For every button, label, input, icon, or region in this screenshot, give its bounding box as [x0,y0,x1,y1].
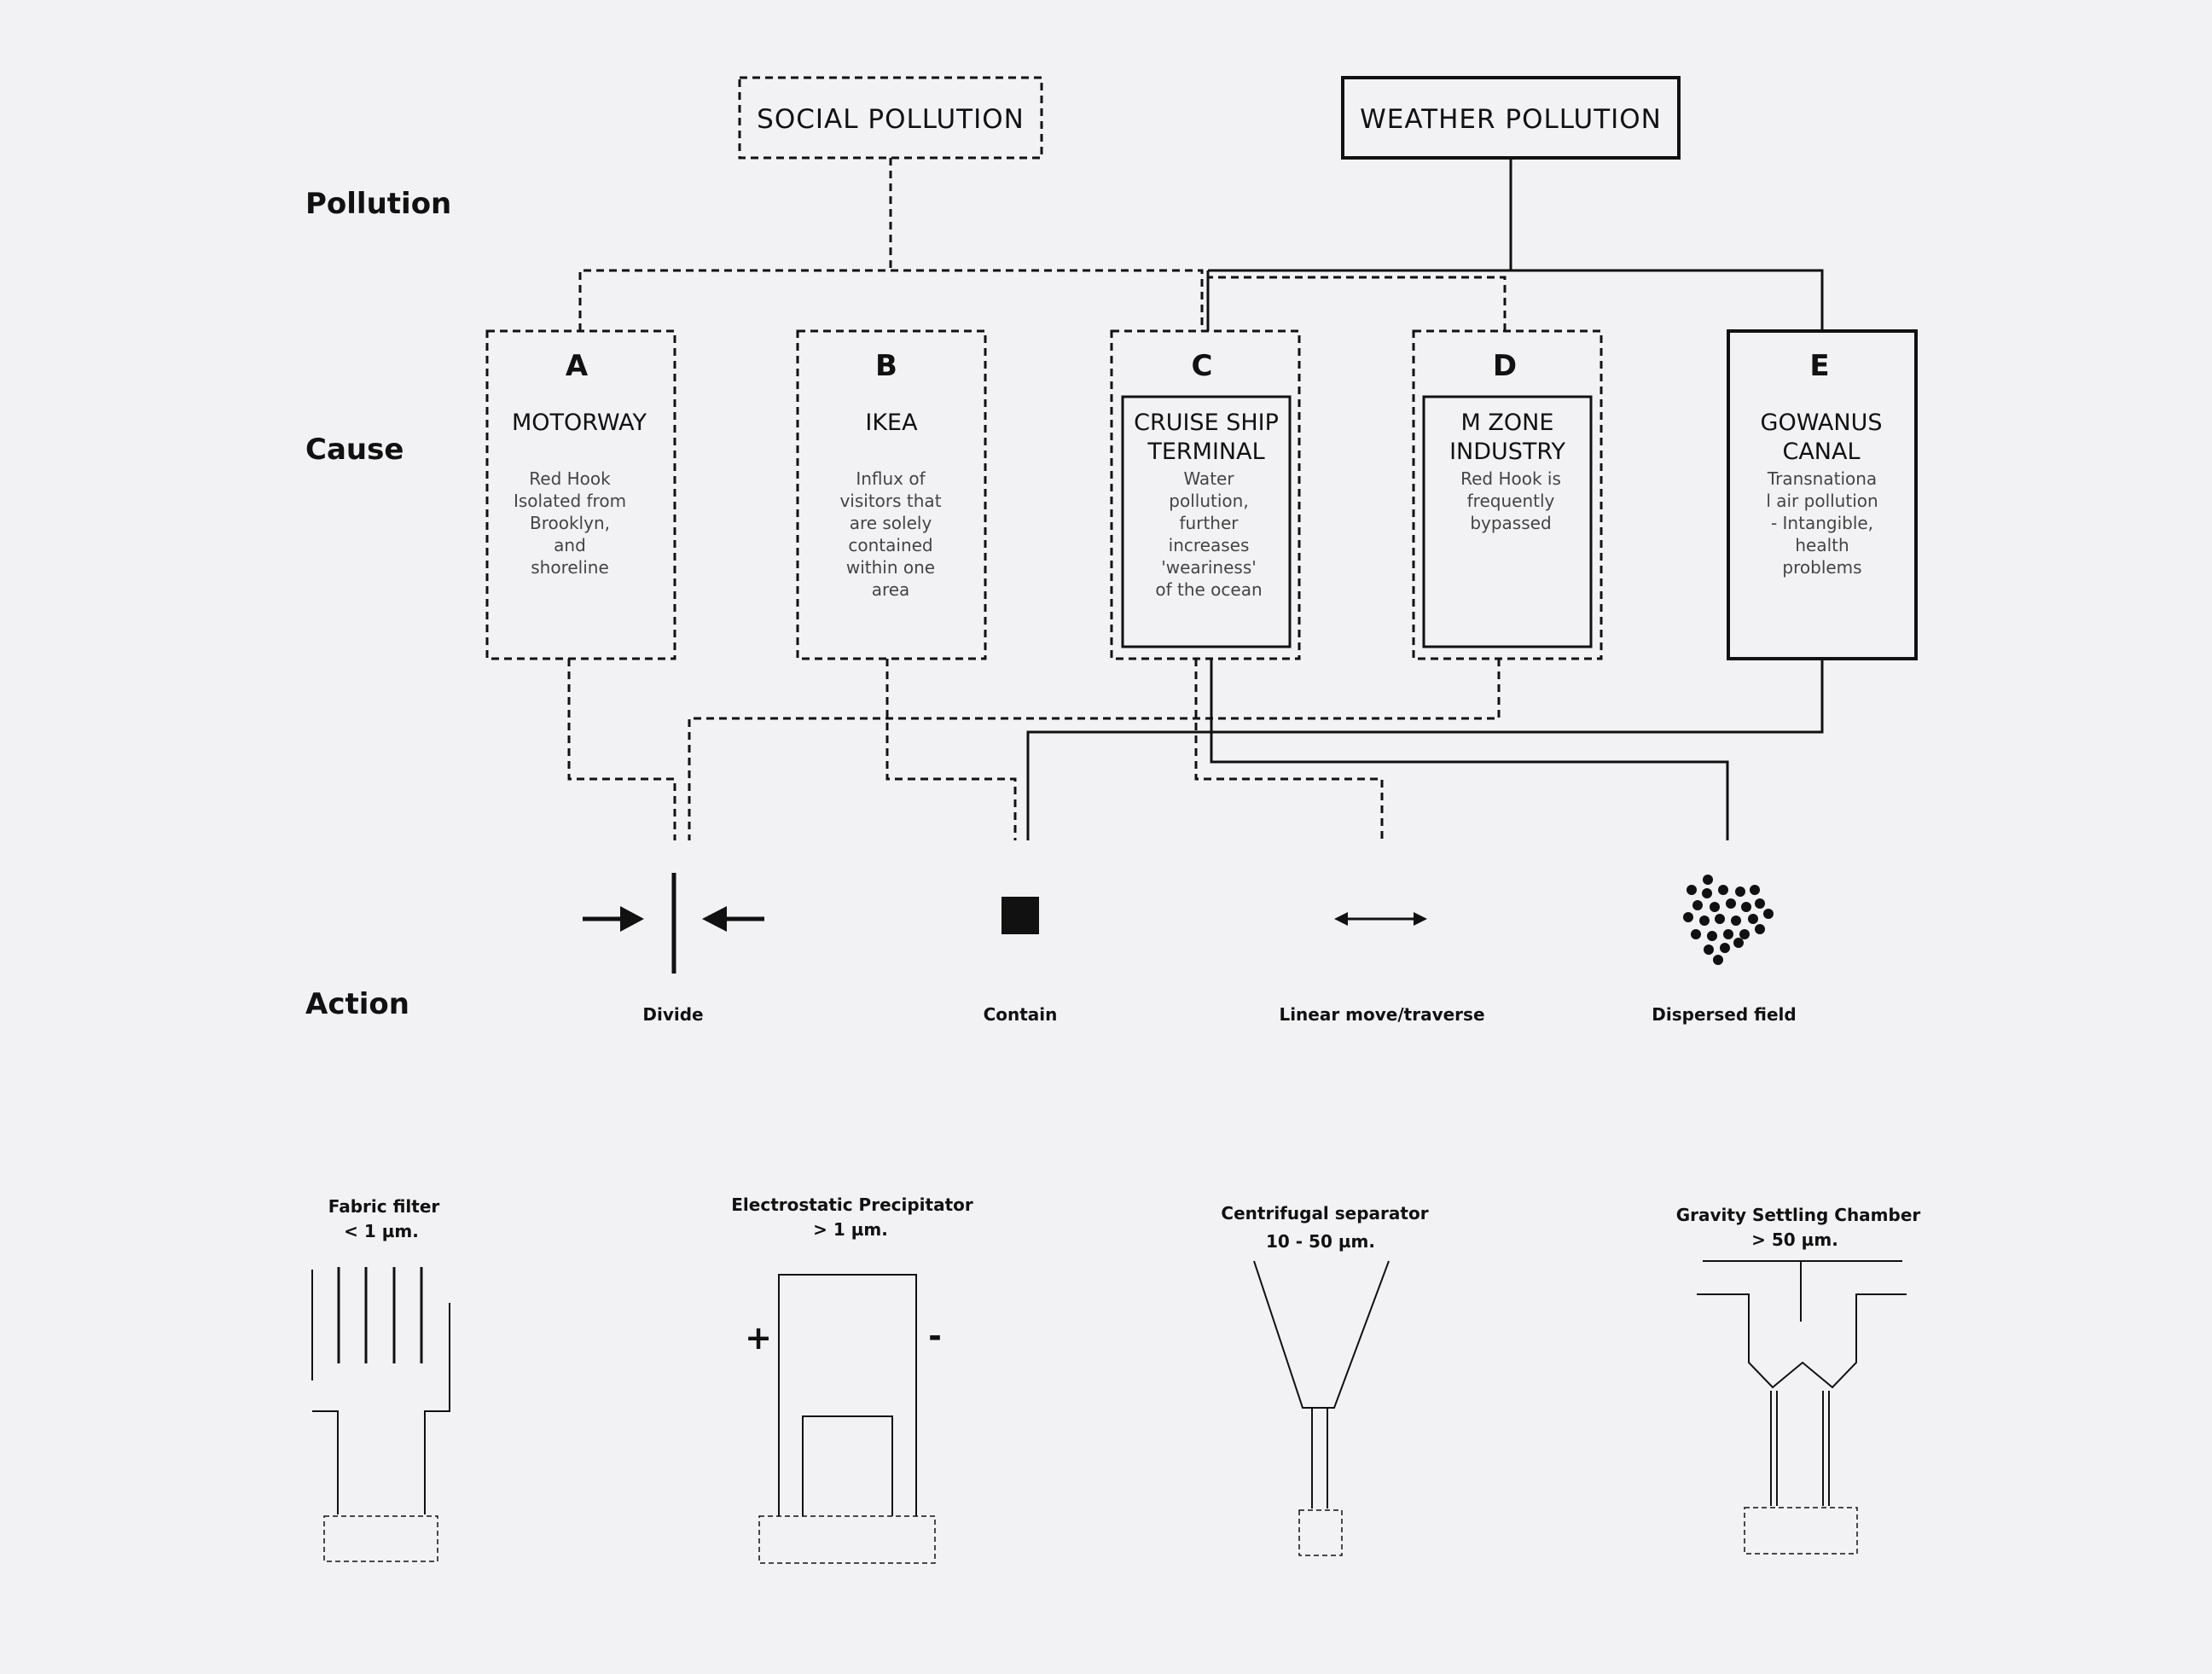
cause-title: M ZONE [1461,410,1554,436]
device-name-fabric-filter: Fabric filter [328,1196,440,1217]
dispersed-field-icon [1683,875,1774,965]
cause-desc-line: increases [1169,535,1250,555]
cause-title: TERMINAL [1147,439,1264,465]
divide-icon [583,873,764,974]
cause-title: INDUSTRY [1449,439,1565,465]
weather-pollution-label: WEATHER POLLUTION [1360,104,1662,135]
cause-letter: D [1493,349,1517,383]
action-label-linear-move: Linear move/traverse [1279,1004,1484,1025]
row-label-pollution: Pollution [305,187,451,221]
row-label-action: Action [305,987,409,1021]
cause-letter: B [875,349,897,383]
social-pollution-label: SOCIAL POLLUTION [757,104,1025,135]
cause-desc-line: Isolated from [514,491,626,511]
cause-desc-line: problems [1782,557,1861,578]
cause-desc-line: - Intangible, [1771,513,1873,533]
device-size-gravity-settling-chamber: > 50 µm. [1751,1229,1838,1250]
cause-desc-line: 'weariness' [1161,557,1257,578]
cause-desc-line: visitors that [839,491,941,511]
cause-desc-line: and [554,535,586,555]
cause-desc-line: shoreline [531,557,609,578]
device-name-centrifugal-separator: Centrifugal separator [1221,1203,1428,1224]
cause-title: IKEA [865,410,918,436]
cause-desc-line: pollution, [1169,491,1248,511]
cause-title: CANAL [1782,439,1860,465]
cause-action-solid-connectors [1026,659,1824,840]
gravity-settling-chamber-diagram [1697,1260,1907,1555]
centrifugal-separator-diagram [1253,1260,1390,1556]
cause-desc-line: Red Hook is [1460,468,1561,489]
contain-icon [1001,897,1039,934]
cause-letter: A [566,349,589,383]
cause-letter: E [1809,349,1829,383]
device-name-gravity-settling-chamber: Gravity Settling Chamber [1676,1205,1921,1225]
cause-desc-line: l air pollution [1766,491,1878,511]
cause-d: D M ZONE INDUSTRY Red Hook is frequently… [1412,329,1603,660]
cause-desc-line: health [1795,535,1849,555]
cause-desc-line: contained [848,535,932,555]
negative-electrode-sign: - [928,1317,942,1355]
cause-desc-line: are solely [850,513,932,533]
cause-desc-line: Brooklyn, [530,513,610,533]
social-pollution-box: SOCIAL POLLUTION [738,76,1043,160]
cause-c: C CRUISE SHIP TERMINAL Water pollution, … [1110,329,1301,660]
cause-letter: C [1192,349,1213,383]
cause-desc-line: further [1180,513,1240,533]
positive-electrode-sign: + [745,1319,772,1357]
cause-desc-line: Influx of [856,468,926,489]
action-label-dispersed-field: Dispersed field [1652,1004,1796,1025]
device-size-fabric-filter: < 1 µm. [344,1221,419,1241]
cause-e: E GOWANUS CANAL Transnationa l air pollu… [1727,329,1918,660]
cause-title: CRUISE SHIP [1134,410,1279,436]
action-label-divide: Divide [642,1004,703,1025]
electrostatic-precipitator-diagram [758,1274,936,1564]
weather-pollution-box: WEATHER POLLUTION [1341,76,1681,160]
device-size-electrostatic-precipitator: > 1 µm. [813,1219,888,1240]
linear-move-icon [1334,912,1427,926]
device-size-centrifugal-separator: 10 - 50 µm. [1266,1231,1375,1252]
cause-action-dashed-connectors [567,659,1501,840]
cause-desc-line: Transnationa [1767,468,1877,489]
cause-title: MOTORWAY [512,410,647,436]
weather-connectors [1206,158,1824,331]
row-label-cause: Cause [305,433,404,467]
cause-title: GOWANUS [1761,410,1883,436]
fabric-filter-diagram [311,1267,450,1562]
action-label-contain: Contain [984,1004,1058,1025]
cause-desc-line: of the ocean [1155,579,1262,600]
cause-desc-line: Red Hook [529,468,611,489]
cause-a: A MOTORWAY Red Hook Isolated from Brookl… [485,329,676,660]
social-connectors [578,158,1507,331]
cause-desc-line: within one [846,557,935,578]
cause-desc-line: bypassed [1470,513,1551,533]
device-name-electrostatic-precipitator: Electrostatic Precipitator [731,1194,973,1215]
cause-b: B IKEA Influx of visitors that are solel… [796,329,987,660]
cause-desc-line: Water [1183,468,1234,489]
cause-desc-line: frequently [1467,491,1555,511]
cause-desc-line: area [872,579,910,600]
